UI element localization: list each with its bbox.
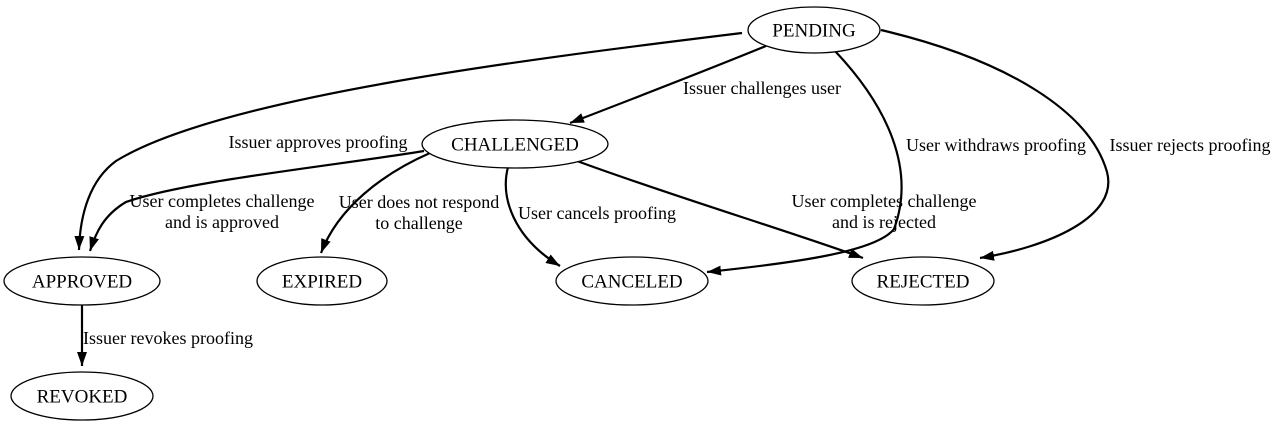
state-ellipse bbox=[851, 256, 995, 306]
state-label: APPROVED bbox=[32, 272, 132, 293]
edge-pending-approved bbox=[74, 31, 743, 251]
edge-label-challenged-approved: User completes challenge bbox=[130, 191, 315, 211]
edge-challenged-expired bbox=[319, 151, 431, 254]
state-label: PENDING bbox=[772, 21, 856, 42]
edge-challenged-canceled bbox=[504, 166, 561, 267]
state-ellipse bbox=[555, 256, 709, 306]
edge-label-challenged-approved: and is approved bbox=[165, 212, 279, 232]
edge-label-pending-approved: Issuer approves proofing bbox=[229, 132, 408, 152]
state-label: REVOKED bbox=[37, 387, 128, 408]
edge-label-challenged-expired: to challenge bbox=[375, 213, 462, 233]
nodes-layer: PENDING CHALLENGED APPROVED EXPIRED CANCELED… bbox=[3, 6, 995, 421]
edge-label-challenged-expired: User does not respond bbox=[339, 192, 499, 212]
state-ellipse bbox=[421, 119, 609, 169]
state-ellipse bbox=[3, 256, 161, 306]
edge-challenged-rejected bbox=[576, 159, 864, 260]
state-label: CHALLENGED bbox=[451, 135, 579, 156]
edge-challenged-approved bbox=[88, 149, 425, 252]
state-node-expired: EXPIRED bbox=[256, 256, 388, 306]
edge-label-approved-revoked: Issuer revokes proofing bbox=[83, 328, 253, 348]
edge-label-challenged-rejected: and is rejected bbox=[832, 212, 936, 232]
state-label: EXPIRED bbox=[282, 272, 362, 293]
state-node-canceled: CANCELED bbox=[555, 256, 709, 306]
state-node-pending: PENDING bbox=[747, 6, 881, 54]
state-node-revoked: REVOKED bbox=[10, 371, 154, 421]
edges-layer bbox=[74, 28, 1110, 366]
edge-pending-rejected bbox=[880, 28, 1110, 261]
state-label: CANCELED bbox=[581, 272, 682, 293]
edge-pending-canceled bbox=[706, 50, 903, 276]
state-label: REJECTED bbox=[877, 272, 970, 293]
state-node-approved: APPROVED bbox=[3, 256, 161, 306]
state-ellipse bbox=[256, 256, 388, 306]
edge-label-pending-canceled: User withdraws proofing bbox=[906, 135, 1086, 155]
state-ellipse bbox=[10, 371, 154, 421]
edge-label-pending-rejected: Issuer rejects proofing bbox=[1110, 135, 1271, 155]
edge-label-challenged-rejected: User completes challenge bbox=[792, 191, 977, 211]
state-node-challenged: CHALLENGED bbox=[421, 119, 609, 169]
state-node-rejected: REJECTED bbox=[851, 256, 995, 306]
edge-label-challenged-canceled: User cancels proofing bbox=[518, 203, 676, 223]
edge-label-pending-challenged: Issuer challenges user bbox=[683, 78, 841, 98]
edge-pending-challenged bbox=[569, 44, 767, 125]
state-ellipse bbox=[747, 6, 881, 54]
